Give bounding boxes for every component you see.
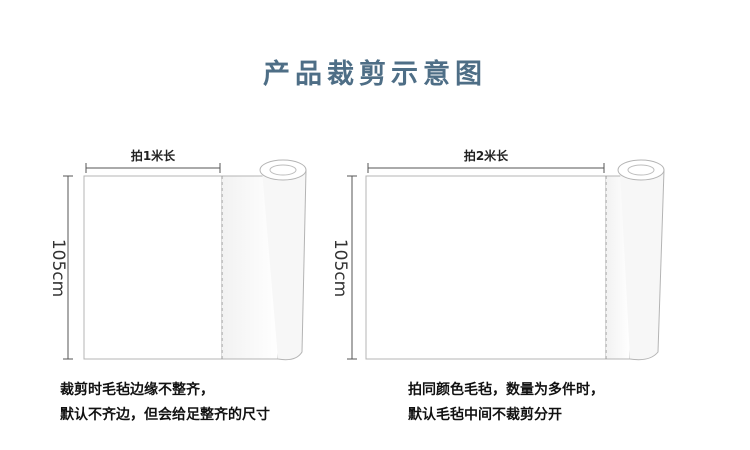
- right-width-dimension: [347, 175, 357, 360]
- left-length-dimension: [85, 163, 221, 173]
- right-note-line-1: 拍同颜色毛毡，数量为多件时，: [408, 382, 604, 398]
- left-width-dimension: [63, 175, 73, 360]
- page-title: 产品裁剪示意图: [263, 59, 487, 90]
- left-fabric-roll: [83, 159, 307, 361]
- right-length-label: 拍2米长: [464, 148, 509, 163]
- right-note-line-2: 默认毛毡中间不裁剪分开: [408, 407, 562, 423]
- right-roll-end-inner: [627, 164, 655, 176]
- right-note: 拍同颜色毛毡，数量为多件时， 默认毛毡中间不裁剪分开: [408, 378, 604, 428]
- left-cut-piece: [83, 175, 223, 360]
- left-length-label: 拍1米长: [131, 148, 176, 163]
- left-note: 裁剪时毛毡边缘不整齐， 默认不齐边，但会给足整齐的尺寸: [60, 378, 270, 428]
- left-note-line-2: 默认不齐边，但会给足整齐的尺寸: [60, 407, 270, 423]
- right-cut-piece: [365, 175, 607, 360]
- left-note-line-1: 裁剪时毛毡边缘不整齐，: [60, 382, 214, 398]
- right-fabric-roll: [365, 159, 665, 361]
- left-roll-end-inner: [269, 164, 297, 176]
- right-length-dimension: [367, 163, 605, 173]
- left-width-label: 105cm: [48, 239, 68, 297]
- right-width-label: 105cm: [330, 239, 350, 297]
